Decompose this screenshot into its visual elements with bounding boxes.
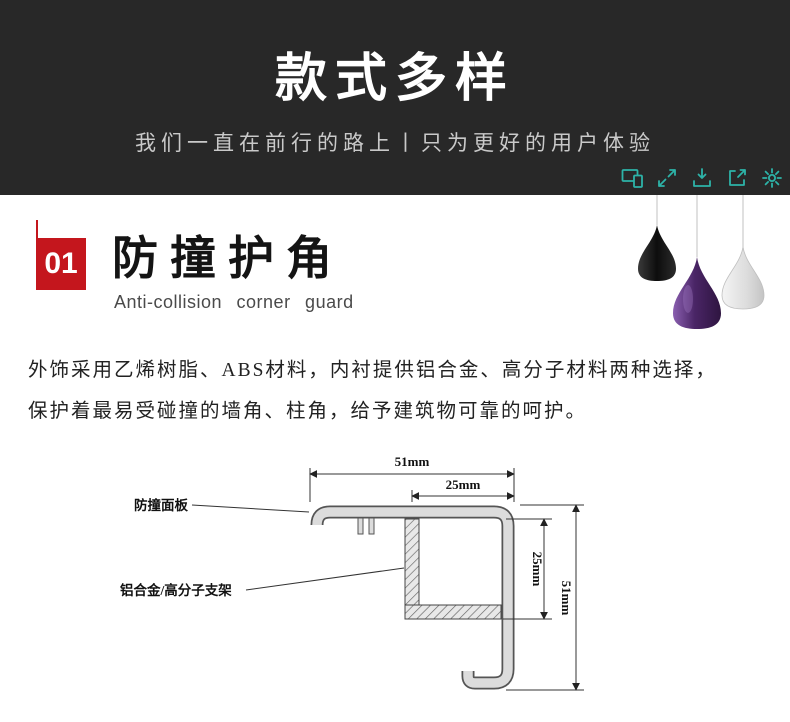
settings-gear-icon[interactable] <box>760 166 784 190</box>
bracket-leader-line <box>245 567 405 591</box>
fullscreen-icon[interactable] <box>655 166 679 190</box>
viewer-toolbar <box>620 166 784 190</box>
hero-banner: 款式多样 我们一直在前行的路上丨只为更好的用户体验 <box>0 0 790 195</box>
section-title: 防撞护角 <box>112 232 344 284</box>
panel-label: 防撞面板 <box>134 497 188 513</box>
description-line-1: 外饰采用乙烯树脂、ABS材料，内衬提供铝合金、高分子材料两种选择， <box>28 360 717 381</box>
corner-guard-diagram: 51mm 25mm 25mm 51mm 防撞面板 铝合金/高分子支架 <box>120 454 584 691</box>
hero-title: 款式多样 <box>274 50 515 108</box>
hero-subtitle: 我们一直在前行的路上丨只为更好的用户体验 <box>135 132 655 155</box>
accent-line <box>36 220 38 238</box>
pendant-lamps-image <box>638 195 765 329</box>
white-lamp <box>721 246 765 310</box>
black-lamp <box>638 225 676 281</box>
dim-top-outer-label: 51mm <box>395 454 430 469</box>
description-line-2: 保护着最易受碰撞的墙角、柱角，给予建筑物可靠的呵护。 <box>28 401 588 422</box>
dim-right-inner-label: 25mm <box>530 552 545 587</box>
inner-bracket <box>404 518 502 620</box>
dim-right-outer-label: 51mm <box>559 581 574 616</box>
lamp-cords <box>656 195 744 257</box>
section-subtitle-en: Anti-collision corner guard <box>114 292 354 312</box>
responsive-preview-icon[interactable] <box>620 166 644 190</box>
dim-top-inner-label: 25mm <box>446 477 481 492</box>
panel-leader-line <box>191 504 310 513</box>
bracket-label: 铝合金/高分子支架 <box>120 582 232 598</box>
export-icon[interactable] <box>725 166 749 190</box>
download-icon[interactable] <box>690 166 714 190</box>
purple-lamp <box>673 257 721 329</box>
section-number-badge: 01 <box>36 238 86 290</box>
lamp-highlight <box>683 285 693 313</box>
guard-profile <box>310 505 515 690</box>
description-paragraph: 外饰采用乙烯树脂、ABS材料，内衬提供铝合金、高分子材料两种选择， 保护着最易受… <box>28 350 773 432</box>
